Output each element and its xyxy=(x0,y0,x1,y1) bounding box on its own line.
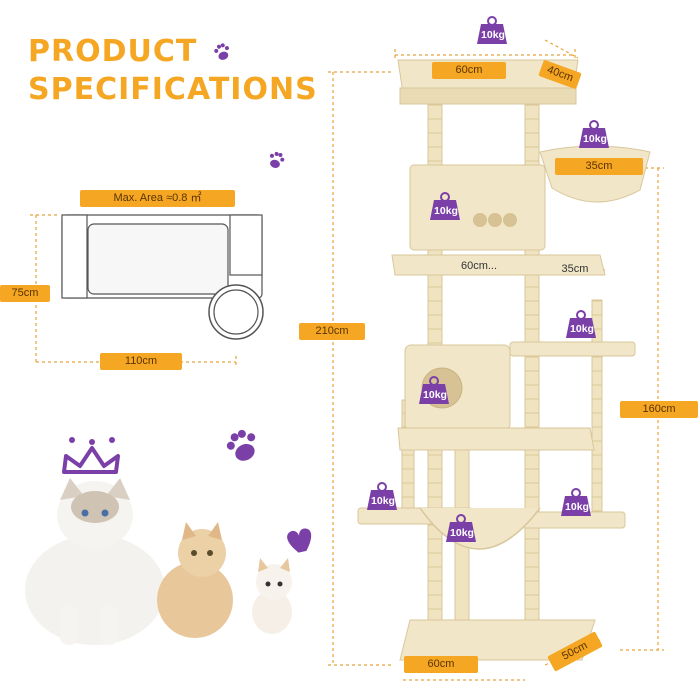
paw-icon xyxy=(214,43,229,60)
max-area-label: Max. Area ≈0.8 ㎡ xyxy=(80,190,235,207)
footprint-width-label: 110cm xyxy=(100,353,182,370)
decorations xyxy=(62,43,312,553)
paw-icon xyxy=(226,429,256,461)
hammock-width-label: 35cm xyxy=(555,158,643,175)
weight-label-cave: 10kg xyxy=(423,389,447,401)
inner-height-label: 160cm xyxy=(620,401,698,418)
title-line-2: SPECIFICATIONS xyxy=(28,72,318,107)
heart-icon xyxy=(287,528,312,553)
base-width-label: 60cm xyxy=(404,656,478,673)
crown-icon xyxy=(62,437,120,474)
weight-label-right-platform: 10kg xyxy=(570,323,594,335)
top-width-label: 60cm xyxy=(432,62,506,79)
weight-label-right-lower-platform: 10kg xyxy=(565,501,589,513)
cats-illustration xyxy=(25,478,292,645)
weight-label-top: 10kg xyxy=(481,29,505,41)
footprint-diagram xyxy=(61,214,264,340)
weight-label-left-platform: 10kg xyxy=(371,495,395,507)
footprint-height-label: 75cm xyxy=(0,285,50,302)
title-line-1: PRODUCT xyxy=(28,34,198,69)
weight-label-top-hammock: 10kg xyxy=(583,133,607,145)
mid-width-label: 60cm... xyxy=(460,260,498,272)
kitten xyxy=(252,558,292,634)
orange-cat xyxy=(157,522,233,638)
weight-icons xyxy=(367,16,609,542)
ragdoll-cat xyxy=(25,478,165,645)
cat-tree-tower xyxy=(357,59,651,661)
mid-side-label: 35cm xyxy=(561,263,589,275)
total-height-label: 210cm xyxy=(299,323,365,340)
weight-label-hammock: 10kg xyxy=(450,527,474,539)
weight-label-condo: 10kg xyxy=(434,205,458,217)
paw-icon xyxy=(269,151,285,168)
